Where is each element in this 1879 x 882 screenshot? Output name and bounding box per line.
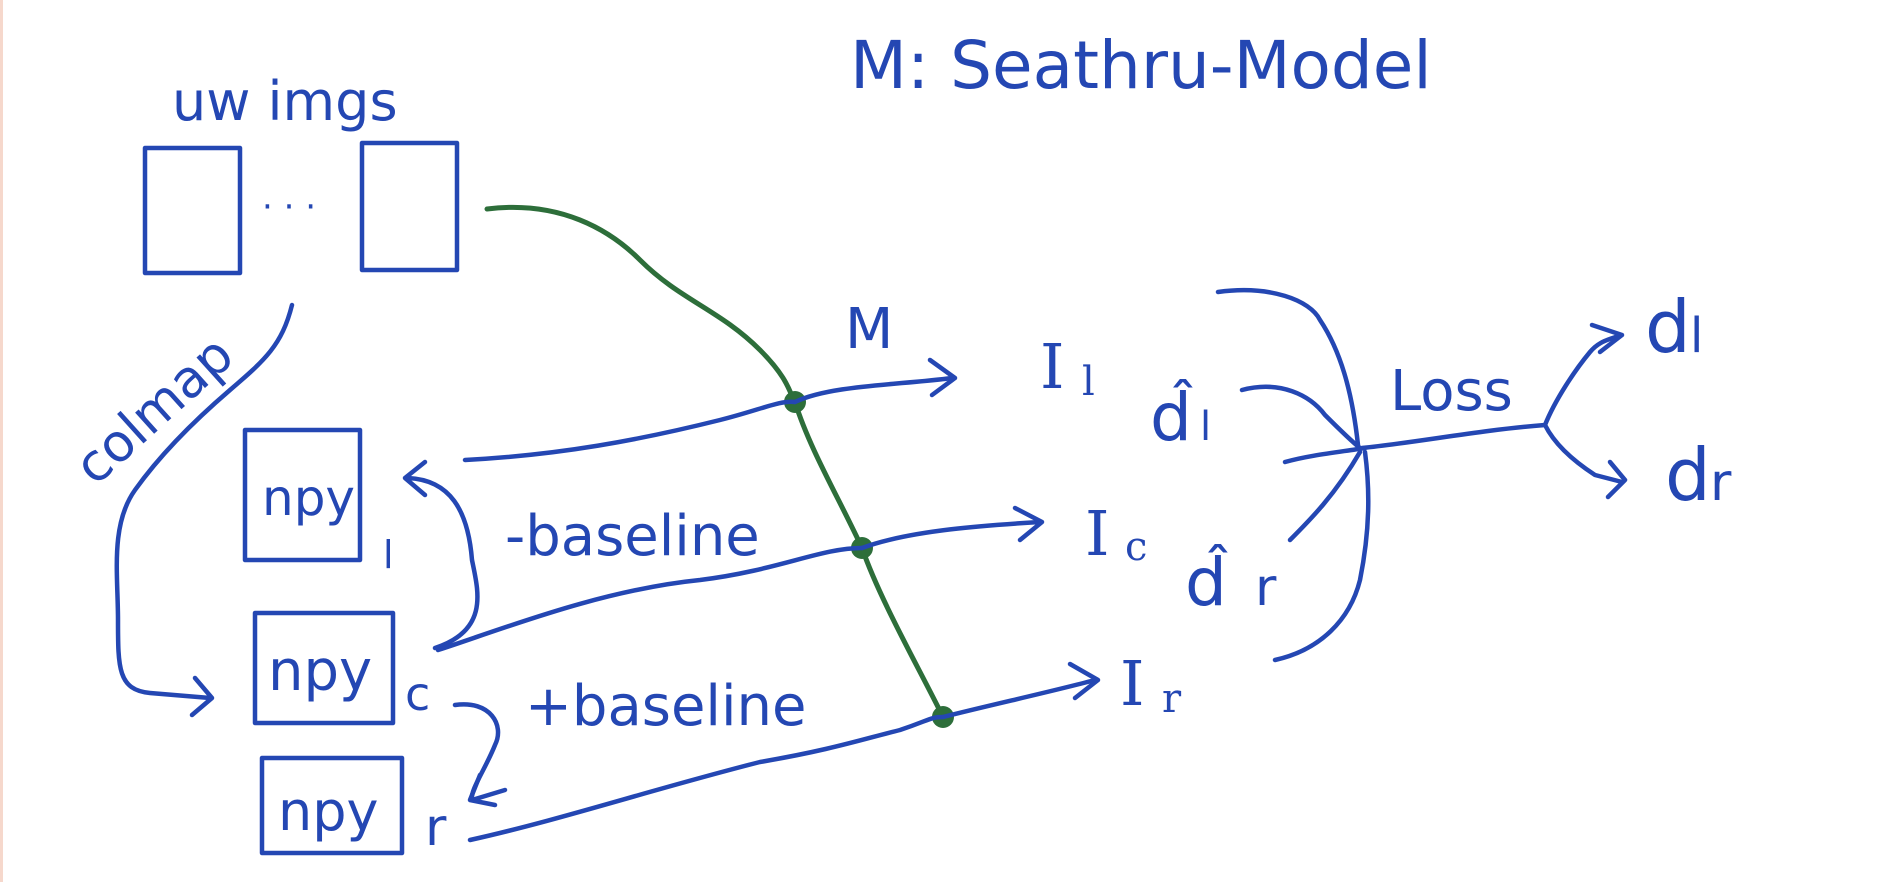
target-dr-label: d (1665, 433, 1711, 517)
npy-box-l (242, 427, 363, 563)
loss-line-from-ir (1272, 449, 1371, 663)
uw-image-first (142, 145, 243, 276)
npy-box-c (252, 610, 396, 726)
output-il-label: I (1040, 330, 1065, 403)
flow-npy-c-to-model (435, 545, 865, 653)
flow-model-to-ic (859, 519, 1043, 551)
npy-subscript-c: c (405, 667, 430, 721)
diagram-title: M: Seathru-Model (850, 27, 1432, 104)
colmap-arrowhead (189, 675, 215, 718)
arrowhead-il (927, 357, 958, 398)
npy-subscript-r: r (425, 798, 447, 858)
minus-baseline-arrowhead (402, 459, 428, 498)
loss-line-from-ic (1282, 445, 1368, 465)
output-ic-label: I (1085, 497, 1110, 570)
split-to-dr (1542, 422, 1625, 485)
model-path (484, 204, 946, 720)
arrowhead-dl (1589, 322, 1625, 355)
npy-label-r: npy (278, 780, 378, 843)
estimate-dl-label: d̂ (1150, 378, 1193, 456)
target-dl-label: d (1645, 285, 1691, 369)
output-il-subscript: l (1082, 359, 1095, 405)
minus-baseline-label: -baseline (505, 504, 760, 569)
estimate-dr-subscript: r (1255, 558, 1277, 618)
loss-label: Loss (1390, 359, 1513, 424)
loss-line-from-dr (1287, 449, 1363, 543)
loss-output-line (1359, 422, 1548, 451)
loss-line-from-dl (1239, 384, 1363, 451)
colmap-arrow (114, 302, 295, 701)
npy-label-c: npy (268, 639, 372, 704)
plus-baseline-arrow (452, 702, 508, 803)
arrowhead-dr (1605, 459, 1628, 500)
minus-baseline-arrow (405, 475, 480, 651)
plus-baseline-label: +baseline (525, 674, 806, 739)
flow-model-to-ir (940, 677, 1098, 720)
loss-line-from-il (1215, 288, 1361, 448)
npy-box-r (259, 755, 405, 856)
arrowhead-ic (1012, 505, 1045, 543)
flow-npy-l-to-model (462, 399, 798, 463)
uw-imgs-label: uw imgs (172, 70, 398, 133)
uw-image-last (359, 140, 460, 273)
estimate-dl-subscript: l (1200, 404, 1211, 450)
output-ir-subscript: r (1162, 676, 1182, 722)
flow-model-to-il (792, 375, 955, 405)
split-to-dl (1542, 332, 1623, 428)
plus-baseline-arrowhead (467, 772, 498, 808)
model-label: M (845, 297, 893, 362)
output-ic-subscript: c (1125, 524, 1147, 570)
page-left-edge (0, 0, 3, 882)
npy-label-l: npy (262, 469, 355, 527)
target-dr-subscript: r (1710, 453, 1732, 513)
colmap-label: colmap (64, 325, 246, 497)
npy-subscript-l: l (383, 533, 394, 577)
estimate-dr-label: d̂ (1185, 543, 1228, 621)
output-ir-label: I (1120, 647, 1145, 720)
flow-npy-r-to-model (467, 714, 946, 843)
target-dl-subscript: l (1690, 308, 1703, 364)
arrowhead-ir (1067, 661, 1101, 701)
uw-images-ellipsis: · · · (262, 187, 316, 227)
